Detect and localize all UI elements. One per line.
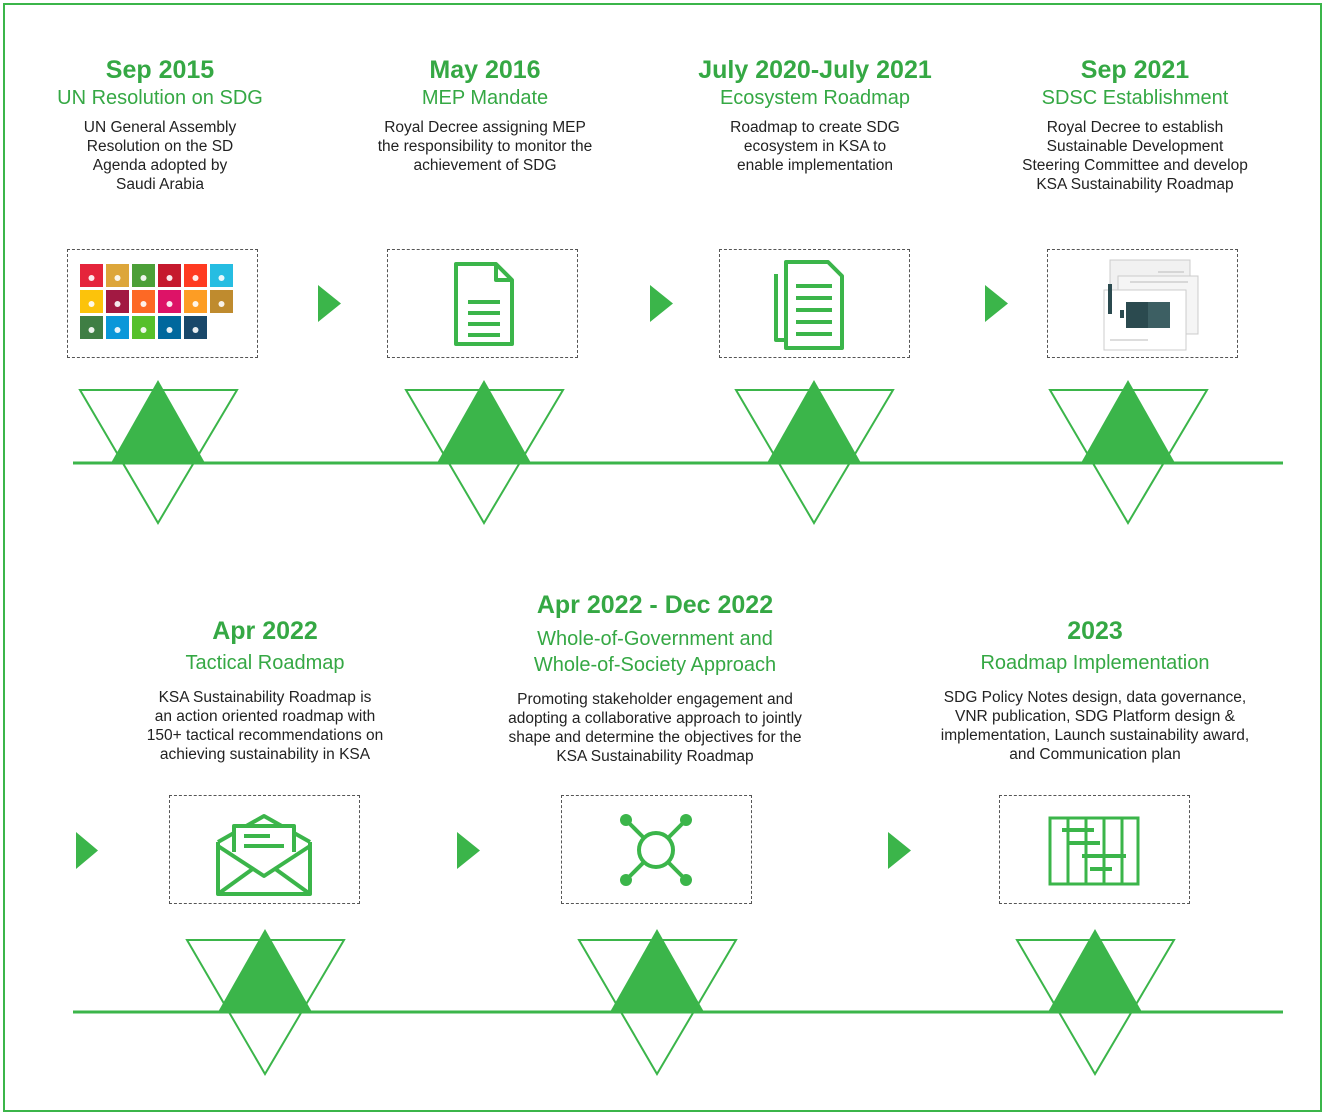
arrow-connector (76, 285, 1008, 869)
event-apr-2022: Apr 2022 Tactical Roadmap KSA Sustainabi… (120, 616, 410, 764)
event-date: July 2020-July 2021 (698, 56, 932, 84)
envelope-letter-icon (216, 814, 312, 896)
gantt-box (999, 795, 1190, 904)
event-title: Roadmap Implementation (980, 652, 1210, 674)
timeline-marker-filled (111, 380, 1175, 463)
timeline-marker (78, 389, 1209, 525)
event-title: MEP Mandate (421, 87, 549, 109)
documents-stack-icon (774, 260, 844, 350)
roadmap-pages-icon (1103, 259, 1199, 351)
event-title: Ecosystem Roadmap (719, 87, 911, 109)
event-sep-2021: Sep 2021 SDSC Establishment Royal Decree… (990, 55, 1280, 194)
timeline-marker-filled (218, 929, 1142, 1012)
event-sep-2015: Sep 2015 UN Resolution on SDG UN General… (30, 55, 290, 194)
network-box (561, 795, 752, 904)
event-description: SDG Policy Notes design, data governance… (940, 689, 1250, 763)
event-date: Apr 2022 (212, 617, 318, 645)
event-apr-dec-2022: Apr 2022 - Dec 2022 Whole-of-Government … (475, 590, 835, 766)
event-title: SDSC Establishment (1041, 87, 1229, 109)
event-date: 2023 (1067, 617, 1123, 645)
event-title: Tactical Roadmap (185, 652, 345, 674)
event-date: Sep 2021 (1080, 56, 1190, 84)
event-title: Whole-of-Government and (537, 628, 773, 650)
network-hub-icon (620, 814, 692, 886)
documents-stack-box (719, 249, 910, 358)
event-title-line2: Whole-of-Society Approach (533, 654, 777, 676)
event-july-2020: July 2020-July 2021 Ecosystem Roadmap Ro… (670, 55, 960, 175)
event-title: UN Resolution on SDG (57, 87, 263, 109)
event-may-2016: May 2016 MEP Mandate Royal Decree assign… (345, 55, 625, 175)
document-box (387, 249, 578, 358)
envelope-box (169, 795, 360, 904)
event-date: Apr 2022 - Dec 2022 (536, 591, 774, 619)
document-icon (454, 262, 514, 346)
event-date: May 2016 (429, 56, 541, 84)
sdg-goals-box (67, 249, 258, 358)
gantt-chart-icon (1048, 816, 1140, 886)
event-2023: 2023 Roadmap Implementation SDG Policy N… (915, 616, 1275, 764)
event-date: Sep 2015 (105, 56, 215, 84)
roadmap-pages-box (1047, 249, 1238, 358)
timeline-frame (3, 3, 1322, 1112)
sdg-goals-grid-icon (80, 264, 233, 339)
